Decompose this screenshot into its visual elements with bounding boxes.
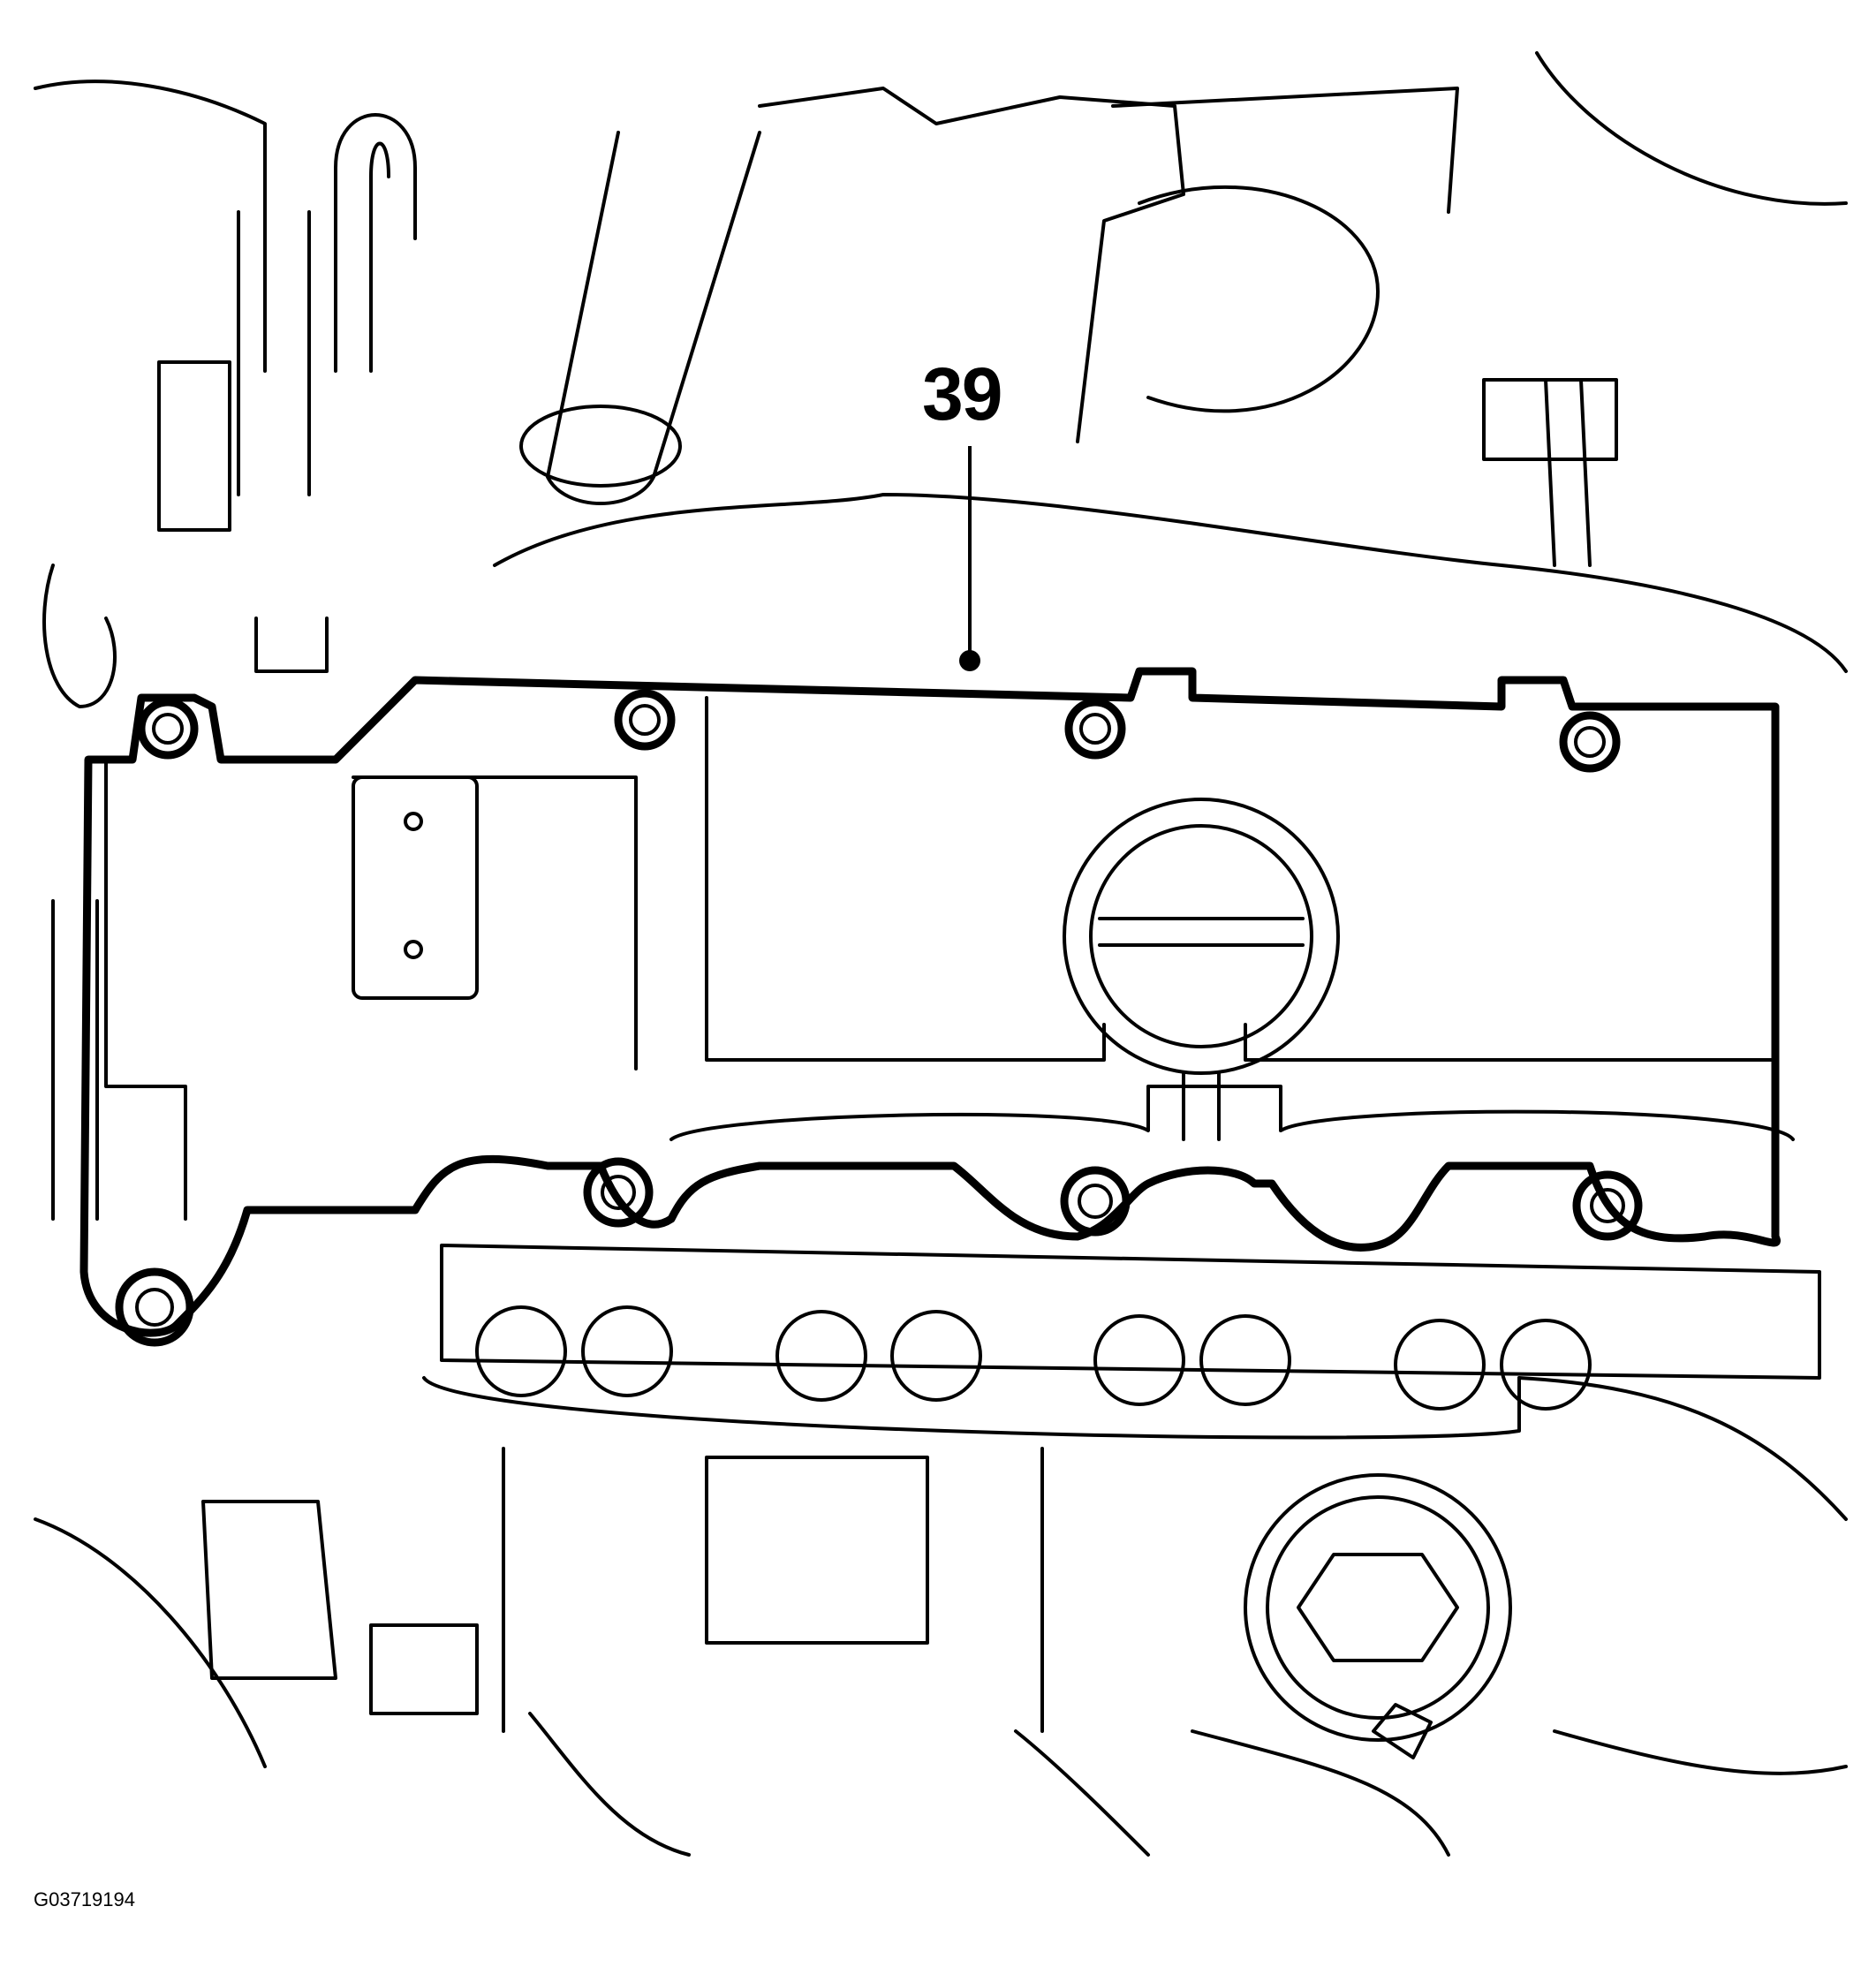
valve-cover-gasket <box>79 667 1781 1337</box>
intake-ports <box>475 1305 1592 1411</box>
figure-id: G03719194 <box>34 1888 135 1910</box>
callout-number: 39 <box>922 352 1002 435</box>
valve-cover-body <box>104 696 1795 1221</box>
intake-manifold <box>422 1244 1848 1742</box>
cover-bolts <box>115 689 1643 1347</box>
upper-engine-components <box>34 51 1848 708</box>
left-hoses <box>51 210 329 1221</box>
callout-39-leader <box>959 446 980 671</box>
lower-hoses <box>34 1500 1848 1857</box>
